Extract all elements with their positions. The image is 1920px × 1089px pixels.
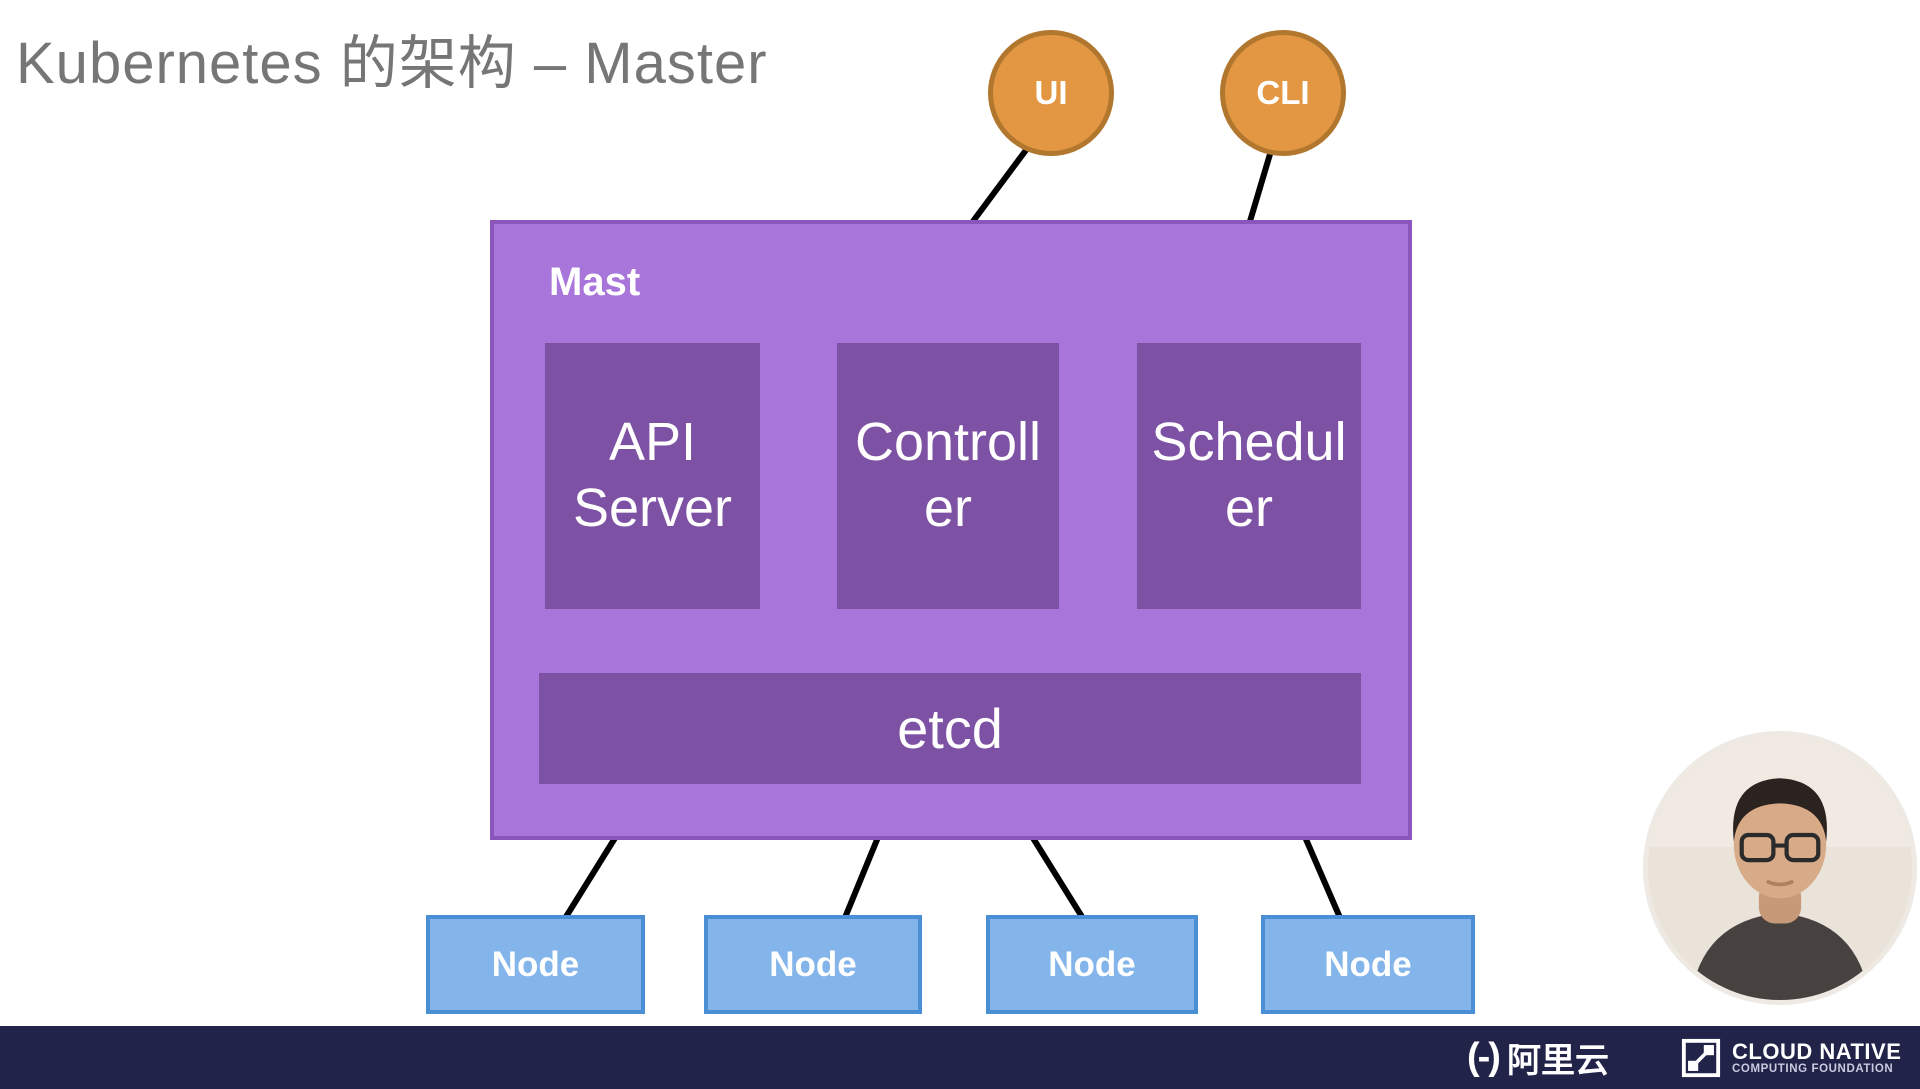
alibaba-cloud-logo-icon: (-) <box>1467 1036 1501 1078</box>
master-box: Mast API Server Controll er Schedul er e… <box>490 220 1412 840</box>
node-box-3: Node <box>986 915 1198 1014</box>
alibaba-cloud-logo: (-) 阿里云 <box>1467 1026 1609 1089</box>
component-scheduler: Schedul er <box>1137 343 1361 609</box>
component-etcd: etcd <box>539 673 1361 784</box>
component-api-server: API Server <box>545 343 760 609</box>
client-cli-label: CLI <box>1256 74 1310 111</box>
client-node-cli: CLI <box>1220 30 1346 156</box>
component-controller: Controll er <box>837 343 1059 609</box>
presenter-portrait-illustration <box>1648 736 1912 1000</box>
cncf-logo-text-line1: CLOUD NATIVE <box>1732 1038 1902 1064</box>
client-ui-label: UI <box>1034 74 1068 111</box>
presenter-webcam <box>1643 731 1917 1005</box>
cncf-logo: CLOUD NATIVE COMPUTING FOUNDATION <box>1680 1026 1901 1089</box>
alibaba-cloud-logo-text: 阿里云 <box>1506 1042 1609 1080</box>
master-label: Mast <box>549 260 641 304</box>
node-box-4: Node <box>1261 915 1475 1014</box>
cncf-logo-icon <box>1681 1038 1721 1077</box>
cncf-logo-text: CLOUD NATIVE COMPUTING FOUNDATION <box>1732 1040 1901 1075</box>
cncf-logo-text-line2: COMPUTING FOUNDATION <box>1732 1063 1894 1076</box>
node-box-1: Node <box>426 915 645 1014</box>
footer-bar: (-) 阿里云 CLOUD NATIVE COMPUTING FOUNDATIO… <box>0 1026 1920 1089</box>
slide-title: Kubernetes 的架构 – Master <box>16 31 768 96</box>
client-node-ui: UI <box>988 30 1114 156</box>
node-box-2: Node <box>704 915 922 1014</box>
